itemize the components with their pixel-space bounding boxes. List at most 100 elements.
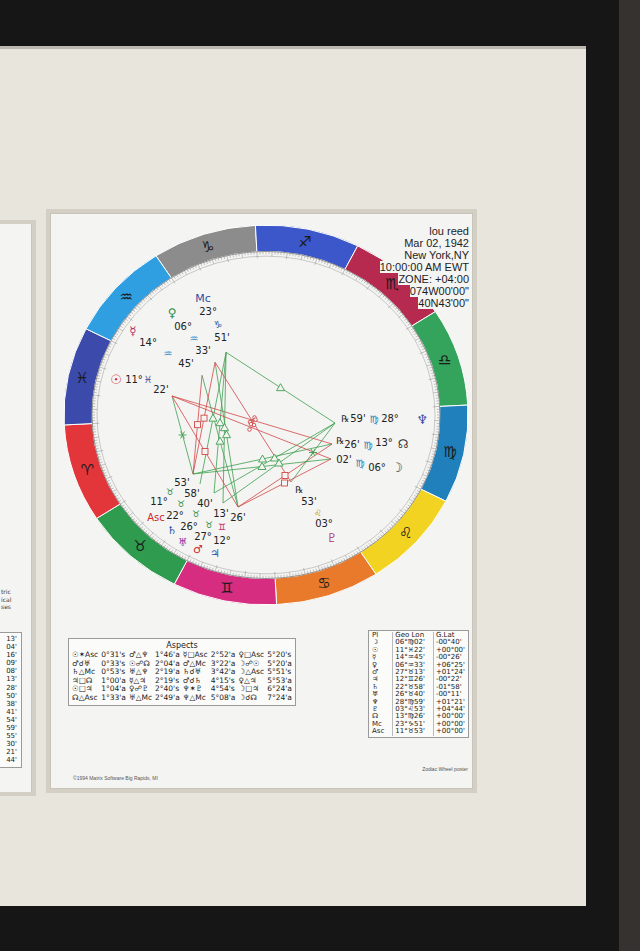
table-cell: ☽☍☉ xyxy=(238,660,264,669)
degree-tick xyxy=(92,415,95,416)
degree-tick xyxy=(129,314,131,316)
degree-tick xyxy=(95,383,98,385)
table-cell: ♄△Mc xyxy=(72,668,98,677)
degree-tick xyxy=(179,273,181,275)
degree-tick xyxy=(341,559,342,562)
degree-tick xyxy=(201,263,202,266)
degree-tick xyxy=(106,476,112,479)
degree-tick xyxy=(238,574,239,577)
aspect-line xyxy=(172,396,332,444)
degree-tick xyxy=(110,343,113,344)
table-cell: 5°53'a xyxy=(267,677,292,686)
degree-tick xyxy=(409,499,413,501)
degree-tick xyxy=(333,264,334,267)
degree-tick xyxy=(201,562,203,566)
aspect-lines xyxy=(172,352,335,507)
sign-glyph: ♑ xyxy=(201,239,214,254)
degree-tick xyxy=(298,254,300,257)
degree-tick xyxy=(301,255,302,260)
degree-tick xyxy=(421,483,424,484)
degree-tick xyxy=(298,573,300,576)
degree-tick xyxy=(95,445,98,447)
sign-band xyxy=(421,405,468,501)
aspect-glyph xyxy=(179,432,187,439)
degree-tick xyxy=(152,292,154,294)
degree-tick xyxy=(141,527,143,529)
table-cell: 12°♊26' xyxy=(392,676,425,683)
table-cell: 5°51's xyxy=(267,668,292,677)
table-cell: +01°21' xyxy=(433,699,465,706)
degree-tick xyxy=(206,566,207,569)
degree-tick xyxy=(289,253,290,256)
planet-label: Mc xyxy=(195,293,211,304)
degree-tick xyxy=(318,259,320,262)
degree-tick xyxy=(226,572,228,575)
degree-tick xyxy=(94,437,99,439)
planet-label: 06° xyxy=(174,322,192,332)
degree-tick xyxy=(371,286,373,288)
table-cell: +01°24' xyxy=(433,669,465,676)
degree-tick xyxy=(97,453,100,455)
degree-tick xyxy=(184,271,186,275)
degree-tick xyxy=(415,338,419,340)
table-cell: -00°26' xyxy=(433,654,465,661)
degree-tick xyxy=(104,356,107,357)
degree-tick xyxy=(426,473,429,474)
degree-tick xyxy=(174,550,177,554)
degree-tick xyxy=(206,261,207,264)
degree-tick xyxy=(315,259,317,265)
planet-label: ℞ xyxy=(336,437,344,446)
table-cell: 28°♍59' xyxy=(392,699,425,706)
chart-heading: lou reed xyxy=(429,225,469,237)
footer-note: ©1994 Matrix Software Big Rapids, MI xyxy=(73,775,158,781)
degree-tick xyxy=(230,570,231,575)
table-cell: 54' xyxy=(6,716,17,724)
planet-label: ♑ xyxy=(214,320,223,330)
degree-tick xyxy=(93,400,96,401)
table-cell: ♆ xyxy=(372,699,384,706)
degree-tick xyxy=(131,312,133,314)
sign-glyph: ♌ xyxy=(399,526,412,541)
degree-tick xyxy=(310,257,312,260)
degree-tick xyxy=(432,375,435,377)
table-cell: 6°24'a xyxy=(267,685,292,694)
aspects-table: Aspects☉✶Asc0°31's♂△♆1°46'a☿□Asc2°52'a♀□… xyxy=(68,638,296,706)
table-heading: Pl xyxy=(372,632,384,639)
degree-tick xyxy=(110,485,113,486)
degree-tick xyxy=(195,562,196,565)
degree-tick xyxy=(395,520,397,522)
table-cell: 2°49'a xyxy=(155,694,180,703)
table-cell: 22°♉58' xyxy=(392,684,425,691)
degree-tick xyxy=(99,459,102,461)
sign-band xyxy=(86,256,171,341)
aspect-glyph xyxy=(259,455,267,462)
table-cell: 5°08'a xyxy=(211,694,236,703)
aspect-line xyxy=(193,375,202,474)
degree-tick xyxy=(307,256,309,259)
degree-tick xyxy=(415,486,421,489)
degree-tick xyxy=(176,275,178,277)
degree-tick xyxy=(331,560,334,566)
degree-tick xyxy=(150,533,153,536)
degree-tick xyxy=(159,286,162,290)
table-cell: 44' xyxy=(6,756,17,764)
degree-tick xyxy=(102,359,105,361)
table-cell: 50' xyxy=(6,692,17,700)
aspect-line xyxy=(291,423,335,482)
degree-tick xyxy=(101,467,104,469)
degree-tick xyxy=(430,459,433,461)
degree-tick xyxy=(437,417,440,418)
planet-label: ♂ xyxy=(193,544,203,555)
table-cell: ♂△♆ xyxy=(129,651,152,660)
degree-tick xyxy=(105,475,108,476)
degree-tick xyxy=(143,299,145,301)
degree-tick xyxy=(425,354,428,355)
degree-tick xyxy=(117,331,120,332)
degree-tick xyxy=(301,572,303,575)
degree-tick xyxy=(426,461,433,463)
degree-tick xyxy=(99,369,102,371)
degree-tick xyxy=(139,522,144,526)
degree-tick xyxy=(313,570,315,573)
degree-tick xyxy=(391,525,393,527)
